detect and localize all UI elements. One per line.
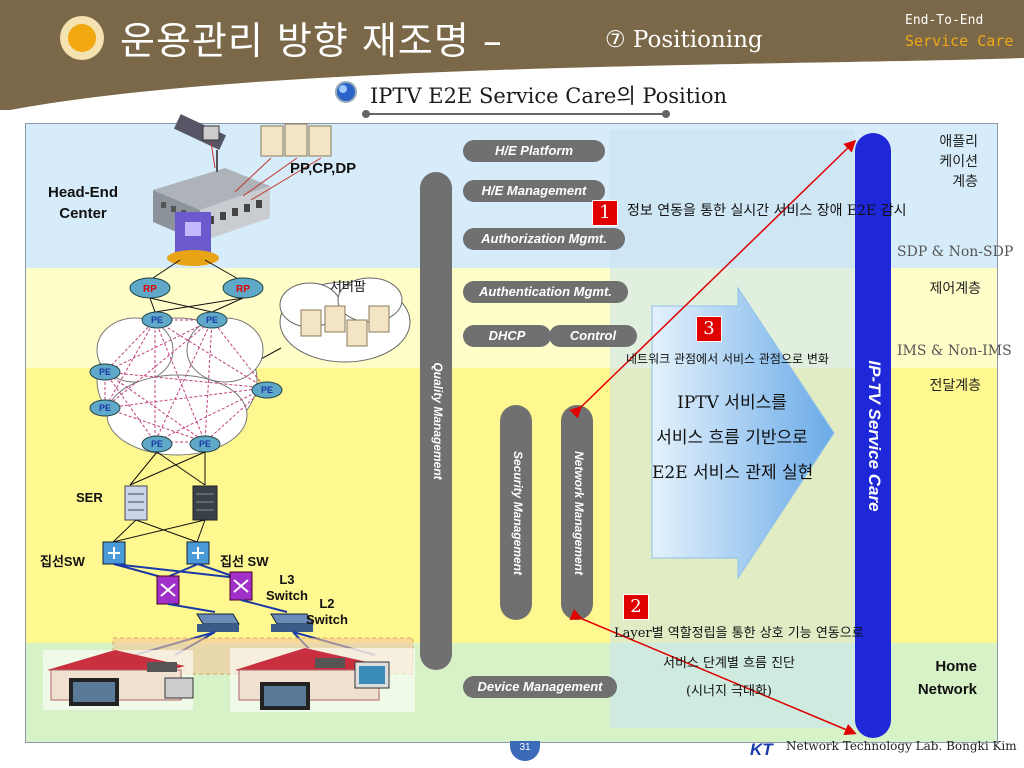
router-pe-2: PE: [196, 311, 228, 329]
l3-switch-right-icon: [229, 571, 253, 601]
quality-management-label: Quality Management: [431, 362, 445, 480]
home-left-icon: [43, 650, 194, 710]
svg-text:PE: PE: [151, 439, 163, 449]
svg-text:PE: PE: [206, 315, 218, 325]
aggregation-switch-right-icon: [186, 541, 210, 565]
router-pe-5: PE: [251, 381, 283, 399]
kt-logo: KT: [750, 740, 773, 759]
svg-text:PE: PE: [99, 367, 111, 377]
layer-label-control: 제어계층: [929, 281, 981, 297]
subtitle-decoration: [335, 81, 670, 118]
page-title-sub: ⑦ Positioning: [605, 27, 763, 53]
router-rp-left: RP: [129, 277, 171, 299]
l3-switch-left-icon: [156, 575, 180, 605]
server-farm-label: 서버팜: [330, 279, 366, 294]
layer-label-home-network: Home Network: [917, 658, 977, 698]
svg-text:RP: RP: [236, 284, 250, 295]
security-management-label: Security Management: [511, 450, 525, 576]
aggregation-sw-right-label: 집선 SW: [220, 554, 269, 569]
layer-label-transport: 전달계층: [929, 378, 981, 394]
iptv-service-care-bar: [855, 133, 891, 738]
satellite-icon: [173, 114, 227, 169]
callout-3-line3: 서비스 흐름 기반으로: [656, 428, 808, 448]
headend-center-label: Head-End Center: [47, 184, 118, 222]
backbone-cloud: [96, 317, 266, 456]
network-management-bar: [561, 405, 593, 620]
router-pe-3: PE: [89, 363, 121, 381]
router-rp-right: RP: [222, 277, 264, 299]
ser-router-right-icon: [192, 485, 218, 521]
quality-management-bar: [420, 172, 452, 670]
callout-2-line2: 서비스 단계별 흐름 진단: [663, 656, 795, 671]
callout-badge-3: 3: [696, 316, 722, 342]
svg-text:PE: PE: [261, 385, 273, 395]
home-right-icon: [230, 648, 415, 712]
pp-cp-dp-servers-icon: [234, 123, 332, 201]
l2-switch-left-icon: [196, 613, 240, 632]
headend-building-icon: [153, 150, 270, 242]
router-pe-4: PE: [89, 399, 121, 417]
svg-text:PE: PE: [199, 439, 211, 449]
aggregation-sw-left-label: 집선SW: [40, 554, 85, 569]
svg-text:RP: RP: [143, 284, 157, 295]
server-farm-cloud: [249, 277, 411, 366]
l3-switch-label: L3 Switch: [266, 572, 308, 603]
callout-3-line1: 네트워크 관점에서 서비스 관점으로 변화: [626, 352, 829, 366]
layer-label-ims: IMS & Non-IMS: [897, 343, 1012, 359]
svg-text:PE: PE: [151, 315, 163, 325]
headend-server-icon: [167, 212, 219, 266]
correlation-arrows: [569, 139, 857, 736]
ser-label: SER: [76, 490, 103, 505]
pp-cp-dp-label: PP,CP,DP: [290, 160, 357, 177]
page-number: 31: [510, 741, 540, 761]
callout-3-line2: IPTV 서비스를: [677, 393, 787, 413]
header-bar: 운용관리 방향 재조명 – ⑦ Positioning End-To-End S…: [0, 0, 1024, 110]
layer-label-sdp: SDP & Non-SDP: [897, 244, 1014, 260]
corner-label-top: End-To-End: [905, 13, 984, 28]
callout-2-line1: Layer별 역할정립을 통한 상호 기능 연동으로: [614, 626, 864, 641]
router-pe-7: PE: [189, 435, 221, 453]
l2-switch-right-icon: [270, 613, 314, 632]
corner-label-bottom: Service Care: [905, 32, 1014, 50]
layer-label-application: 애플리 케이션 계층: [939, 134, 978, 190]
router-pe-1: PE: [141, 311, 173, 329]
ser-router-left-icon: [124, 485, 148, 521]
subtitle: IPTV E2E Service Care의 Position: [370, 84, 728, 108]
aggregation-switch-left-icon: [102, 541, 126, 565]
callout-1-text: 정보 연동을 통한 실시간 서비스 장애 E2E 감시: [627, 203, 907, 219]
router-pe-6: PE: [141, 435, 173, 453]
l2-switch-label: L2 Switch: [306, 596, 348, 627]
callout-badge-1: 1: [592, 200, 618, 226]
dhcp-label: DHCP: [463, 325, 551, 347]
network-topology: RP RP PE PE PE PE PE PE PE: [43, 114, 415, 712]
callout-badge-2: 2: [623, 594, 649, 620]
svg-text:PE: PE: [99, 403, 111, 413]
callout-2-line3: (시너지 극대화): [685, 684, 773, 699]
footer-credit: Network Technology Lab. Bongki Kim: [786, 739, 1017, 753]
callout-3-line4: E2E 서비스 관제 실현: [652, 463, 814, 483]
security-management-bar: [500, 405, 532, 620]
page-title: 운용관리 방향 재조명 –: [120, 19, 503, 63]
